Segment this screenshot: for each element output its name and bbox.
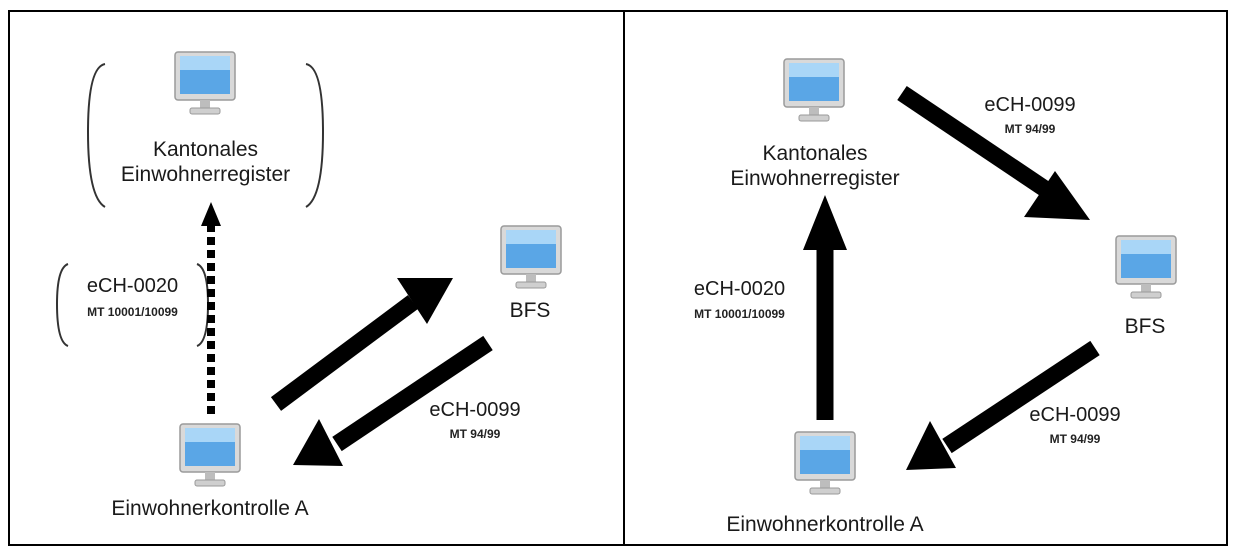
- computer-icon: [499, 224, 563, 292]
- edge-label-mt-10001: MT 10001/10099: [694, 307, 785, 321]
- computer-icon: [173, 50, 237, 118]
- dotted-arrow-head: [201, 202, 221, 226]
- figure-frame: [8, 10, 1228, 546]
- bfs-label: BFS: [1124, 315, 1166, 338]
- right-connectors: [803, 85, 1100, 470]
- computer-icon: [793, 430, 857, 498]
- edge-label-ech0099-top: eCH-0099: [984, 94, 1076, 116]
- register-label-line1: Kantonales: [762, 142, 868, 165]
- control-label: Einwohnerkontrolle A: [726, 513, 924, 536]
- arrow-bfs-to-control-head: [293, 419, 343, 466]
- arrow-control-to-bfs-head: [397, 278, 453, 324]
- left-connectors: [55, 63, 493, 466]
- edge-label-ech0020: eCH-0020: [86, 275, 179, 297]
- computer-icon: [1114, 234, 1178, 302]
- arrow-register-to-bfs-shaft: [897, 85, 1053, 199]
- control-label: Einwohnerkontrolle A: [111, 497, 309, 520]
- computer-icon: [178, 422, 242, 490]
- arrow-bfs-to-control-head: [906, 421, 956, 470]
- arrow-bfs-to-control-shaft: [332, 335, 493, 452]
- register-label-line1: Kantonales: [152, 138, 259, 161]
- standard-bracket-left: [55, 263, 69, 347]
- register-label-line2: Einwohnerregister: [730, 167, 900, 190]
- edge-label-ech0099-bottom: eCH-0099: [1029, 404, 1121, 426]
- register-label: Kantonales Einwohnerregister: [88, 137, 323, 187]
- edge-label-mt-94: MT 94/99: [449, 427, 501, 441]
- diagram-right: Kantonales Einwohnerregister BFS Einwohn…: [625, 12, 1226, 544]
- bfs-label: BFS: [509, 299, 551, 322]
- computer-icon: [782, 57, 846, 125]
- edge-label-ech0020: eCH-0020: [693, 278, 786, 300]
- arrow-control-to-register-head: [803, 195, 847, 250]
- arrow-bfs-to-control-shaft: [942, 340, 1100, 454]
- edge-label-mt-10001: MT 10001/10099: [87, 305, 178, 319]
- edge-label-ech0099: eCH-0099: [429, 399, 521, 421]
- diagram-left: Kantonales Einwohnerregister BFS Einwohn…: [10, 12, 623, 544]
- register-label-line2: Einwohnerregister: [120, 163, 291, 186]
- edge-label-mt-94-bottom: MT 94/99: [1049, 432, 1101, 446]
- arrow-register-to-bfs-head: [1024, 171, 1090, 220]
- register-label: Kantonales Einwohnerregister: [705, 141, 925, 191]
- edge-label-mt-94-top: MT 94/99: [1004, 122, 1056, 136]
- panel-divider: [623, 10, 625, 546]
- register-bracket-left: [86, 63, 106, 208]
- register-bracket-right: [305, 63, 325, 208]
- arrow-control-to-bfs-shaft: [270, 295, 419, 411]
